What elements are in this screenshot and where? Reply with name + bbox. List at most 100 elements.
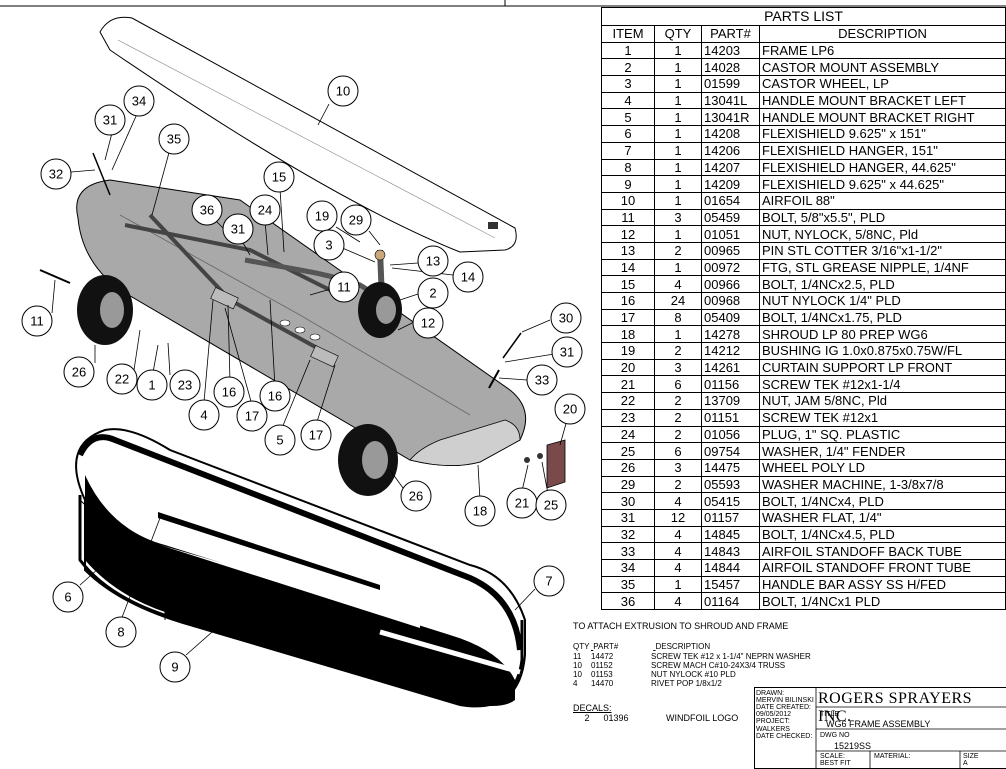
balloon-35: 35 <box>158 123 190 155</box>
item-cell: 4 <box>601 91 655 110</box>
extrusion-header: QTY PART# DESCRIPTION <box>573 642 875 652</box>
description-cell: WASHER, 1/4" FENDER <box>759 442 1006 460</box>
balloon-9: 9 <box>159 651 191 683</box>
scale-value: BEST FIT <box>820 760 851 767</box>
description-cell: PIN STL COTTER 3/16"x1-1/2" <box>759 241 1006 260</box>
balloon-5: 5 <box>264 424 296 456</box>
balloon-16b: 16 <box>259 380 291 412</box>
description-cell: HANDLE MOUNT BRACKET RIGHT <box>759 108 1006 127</box>
balloon-17: 17 <box>236 400 268 432</box>
svg-text:32: 32 <box>49 167 63 182</box>
description-cell: NUT NYLOCK 1/4" PLD <box>759 292 1006 310</box>
item-cell: 6 <box>601 125 655 143</box>
part-cell: 01151 <box>701 408 760 427</box>
qty-cell: 2 <box>654 408 702 427</box>
item-cell: 5 <box>601 108 655 127</box>
balloon-22: 22 <box>106 363 138 395</box>
svg-text:31: 31 <box>560 345 574 360</box>
qty-cell: 1 <box>654 225 702 243</box>
item-cell: 26 <box>601 458 655 477</box>
item-cell: 23 <box>601 408 655 427</box>
project-label: PROJECT: <box>756 718 790 725</box>
description-cell: AIRFOIL STANDOFF FRONT TUBE <box>759 559 1006 577</box>
qty-cell: 1 <box>654 75 702 93</box>
qty-cell: 3 <box>654 458 702 477</box>
qty-cell: 3 <box>654 208 702 227</box>
qty-cell: 3 <box>654 358 702 377</box>
balloon-13: 13 <box>417 245 449 277</box>
description-cell: BOLT, 1/4NCx2.5, PLD <box>759 275 1006 293</box>
description-cell: WASHER FLAT, 1/4" <box>759 508 1006 527</box>
svg-text:2: 2 <box>429 286 436 301</box>
part-cell: 13709 <box>701 392 760 410</box>
description-cell: FTG, STL GREASE NIPPLE, 1/4NF <box>759 258 1006 277</box>
description-cell: FLEXISHIELD 9.625" x 44.625" <box>759 175 1006 193</box>
flexishield-illustration <box>75 428 526 708</box>
svg-text:1: 1 <box>148 378 155 393</box>
item-cell: 1 <box>601 41 655 60</box>
balloon-23: 23 <box>169 369 201 401</box>
description-cell: WHEEL POLY LD <box>759 458 1006 477</box>
extrusion-description: SCREW MACH C#10-24X3/4 TRUSS <box>651 661 786 670</box>
drawn-label: DRAWN: <box>756 690 785 697</box>
description-cell: FLEXISHIELD 9.625" x 151" <box>759 125 1006 143</box>
item-cell: 32 <box>601 525 655 544</box>
size-label: SIZE <box>963 753 979 760</box>
svg-text:26: 26 <box>409 489 423 504</box>
item-cell: 20 <box>601 358 655 377</box>
balloon-12: 12 <box>412 307 444 339</box>
drawn-by: MERVIN BILINSKI <box>756 697 814 704</box>
svg-text:9: 9 <box>171 660 178 675</box>
balloon-31b: 31 <box>222 213 254 245</box>
item-cell: 13 <box>601 241 655 260</box>
qty-cell: 1 <box>654 175 702 193</box>
balloon-17b: 17 <box>300 419 332 451</box>
qty-cell: 1 <box>654 258 702 277</box>
project: WALKERS <box>756 726 790 733</box>
qty-cell: 4 <box>654 542 702 560</box>
qty-cell: 8 <box>654 308 702 327</box>
item-cell: 35 <box>601 575 655 594</box>
extrusion-qty: 10 <box>573 670 582 679</box>
description-cell: AIRFOIL 88" <box>759 191 1006 210</box>
qty-cell: 6 <box>654 375 702 394</box>
item-cell: 7 <box>601 141 655 160</box>
balloon-16: 16 <box>213 376 245 408</box>
qty-cell: 1 <box>654 141 702 160</box>
extrusion-qty: 10 <box>573 661 582 670</box>
balloon-10: 10 <box>327 75 359 107</box>
balloon-7: 7 <box>533 565 565 597</box>
balloon-26: 26 <box>63 356 95 388</box>
part-cell: 09754 <box>701 442 760 460</box>
extrusion-description: SCREW TEK #12 x 1-1/4" NEPRN WASHER <box>651 652 811 661</box>
qty-cell: 1 <box>654 575 702 594</box>
size-value: A <box>963 760 968 767</box>
balloons: 10 34 31 32 35 15 36 31 24 19 29 3 13 14… <box>21 75 586 683</box>
balloon-36: 36 <box>191 194 223 226</box>
svg-text:10: 10 <box>336 84 350 99</box>
balloon-11b: 11 <box>21 305 53 337</box>
description-cell: BUSHING IG 1.0x0.875x0.75W/FL <box>759 342 1006 360</box>
balloon-26b: 26 <box>400 480 432 512</box>
header-part: PART# <box>701 25 760 43</box>
part-cell: 14843 <box>701 542 760 560</box>
description-cell: WASHER MACHINE, 1-3/8x7/8 <box>759 475 1006 494</box>
qty-cell: 1 <box>654 158 702 177</box>
qty-cell: 1 <box>654 191 702 210</box>
extrusion-part: 01153 <box>591 670 613 679</box>
description-cell: NUT, NYLOCK, 5/8NC, Pld <box>759 225 1006 243</box>
description-cell: BOLT, 1/4NCx1 PLD <box>759 592 1006 611</box>
extrusion-part: 01152 <box>591 661 613 670</box>
svg-text:29: 29 <box>349 213 363 228</box>
balloon-32: 32 <box>40 158 72 190</box>
description-cell: FRAME LP6 <box>759 41 1006 60</box>
part-cell: 14212 <box>701 342 760 360</box>
